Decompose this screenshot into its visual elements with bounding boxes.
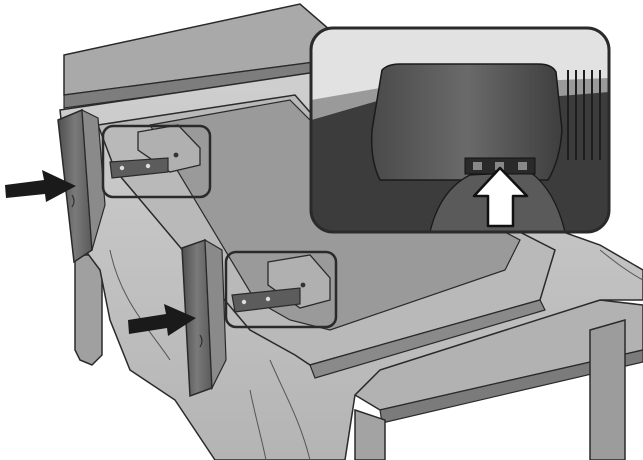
table-leg-front: [354, 408, 386, 460]
arrow-up-icon: [472, 166, 529, 228]
speaker-front: [181, 238, 227, 398]
inset-vents: [567, 70, 601, 160]
speaker-left: [57, 108, 106, 264]
inset-stand: [370, 63, 563, 181]
cloth-folds: [109, 249, 643, 460]
table-leg-right: [589, 319, 626, 460]
callout-upper-bracket: [101, 124, 212, 199]
bracket-upper: [109, 124, 201, 179]
arrow-right-icon: [128, 304, 196, 336]
inset-detail: [309, 26, 611, 234]
inset-frame: [309, 26, 611, 234]
table-leg-left: [74, 254, 103, 366]
callout-lower-bracket: [224, 250, 338, 329]
arrow-right-icon: [5, 170, 76, 202]
bracket-lower: [231, 254, 331, 313]
